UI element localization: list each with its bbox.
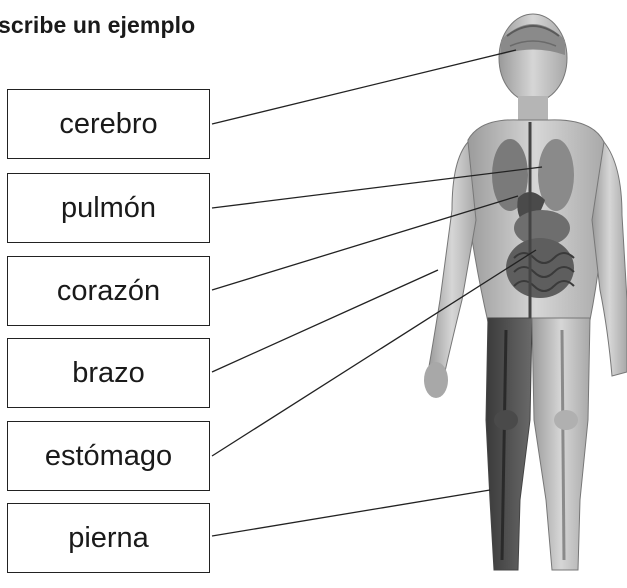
right-arm-shape bbox=[591, 140, 627, 377]
label-box-corazon[interactable]: corazón bbox=[7, 256, 210, 326]
label-box-cerebro[interactable]: cerebro bbox=[7, 89, 210, 159]
label-box-pierna[interactable]: pierna bbox=[7, 503, 210, 573]
left-leg-shape bbox=[485, 317, 533, 571]
head-shape bbox=[498, 13, 568, 103]
label-box-brazo[interactable]: brazo bbox=[7, 338, 210, 408]
label-box-pulmon[interactable]: pulmón bbox=[7, 173, 210, 243]
worksheet-heading: scribe un ejemplo bbox=[0, 12, 196, 38]
left-arm-shape bbox=[427, 140, 477, 377]
label-box-estomago[interactable]: estómago bbox=[7, 421, 210, 491]
right-leg-shape bbox=[531, 317, 591, 571]
